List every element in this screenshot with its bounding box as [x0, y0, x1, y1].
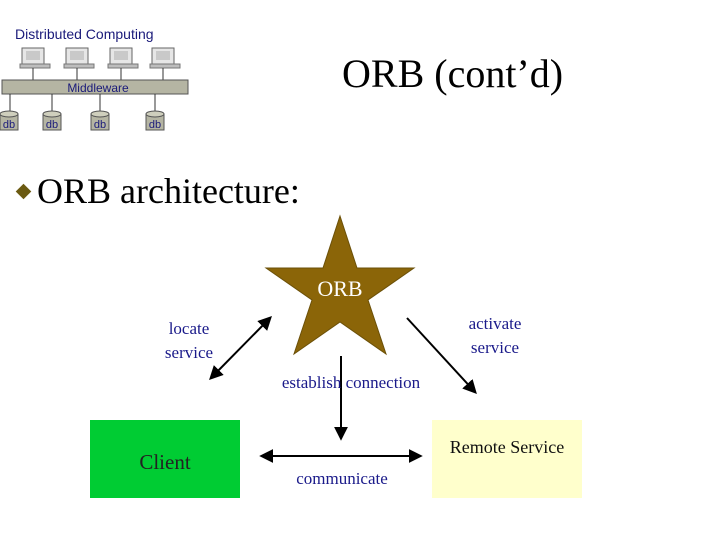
slide-title: ORB (cont’d): [342, 51, 564, 96]
activate-service-label: activate service: [455, 312, 535, 360]
activate-label-line: service: [470, 338, 520, 357]
middleware-label: Middleware: [67, 81, 129, 95]
client-label: Client: [139, 450, 191, 474]
locate-arrow: [209, 316, 272, 380]
bullet-text: ORB architecture:: [37, 171, 300, 211]
db-label: db: [3, 119, 15, 131]
locate-label-line: service: [164, 343, 214, 362]
computer-icon: [149, 47, 181, 69]
activate-arrow: [406, 317, 477, 395]
distributed-computing-graphic: Middleware db db db db: [0, 47, 189, 131]
locate-label-line: locate: [168, 319, 210, 338]
database-icon: db: [42, 110, 62, 131]
middleware-bar: [1, 79, 189, 95]
locate-service-label: locate service: [150, 317, 228, 365]
orb-label: ORB: [317, 276, 363, 301]
database-icon: db: [145, 110, 165, 131]
database-icon: db: [90, 110, 110, 131]
remote-service-label: Remote Service: [449, 437, 565, 457]
activate-label-line: activate: [468, 314, 522, 333]
bullet-item: ORB architecture:: [15, 170, 300, 212]
remote-service-box: [432, 420, 582, 498]
computer-icon: [63, 47, 95, 69]
establish-connection-label: establish connection: [281, 373, 421, 392]
db-label: db: [94, 119, 106, 131]
client-box: [90, 420, 240, 498]
orb-star-shape: [264, 214, 416, 356]
database-icon: db: [0, 110, 19, 131]
db-label: db: [149, 119, 161, 131]
communicate-label: communicate: [296, 469, 388, 488]
header-title: Distributed Computing: [15, 26, 154, 42]
computer-icon: [107, 47, 139, 69]
db-label: db: [46, 119, 58, 131]
computer-icon: [19, 47, 51, 69]
